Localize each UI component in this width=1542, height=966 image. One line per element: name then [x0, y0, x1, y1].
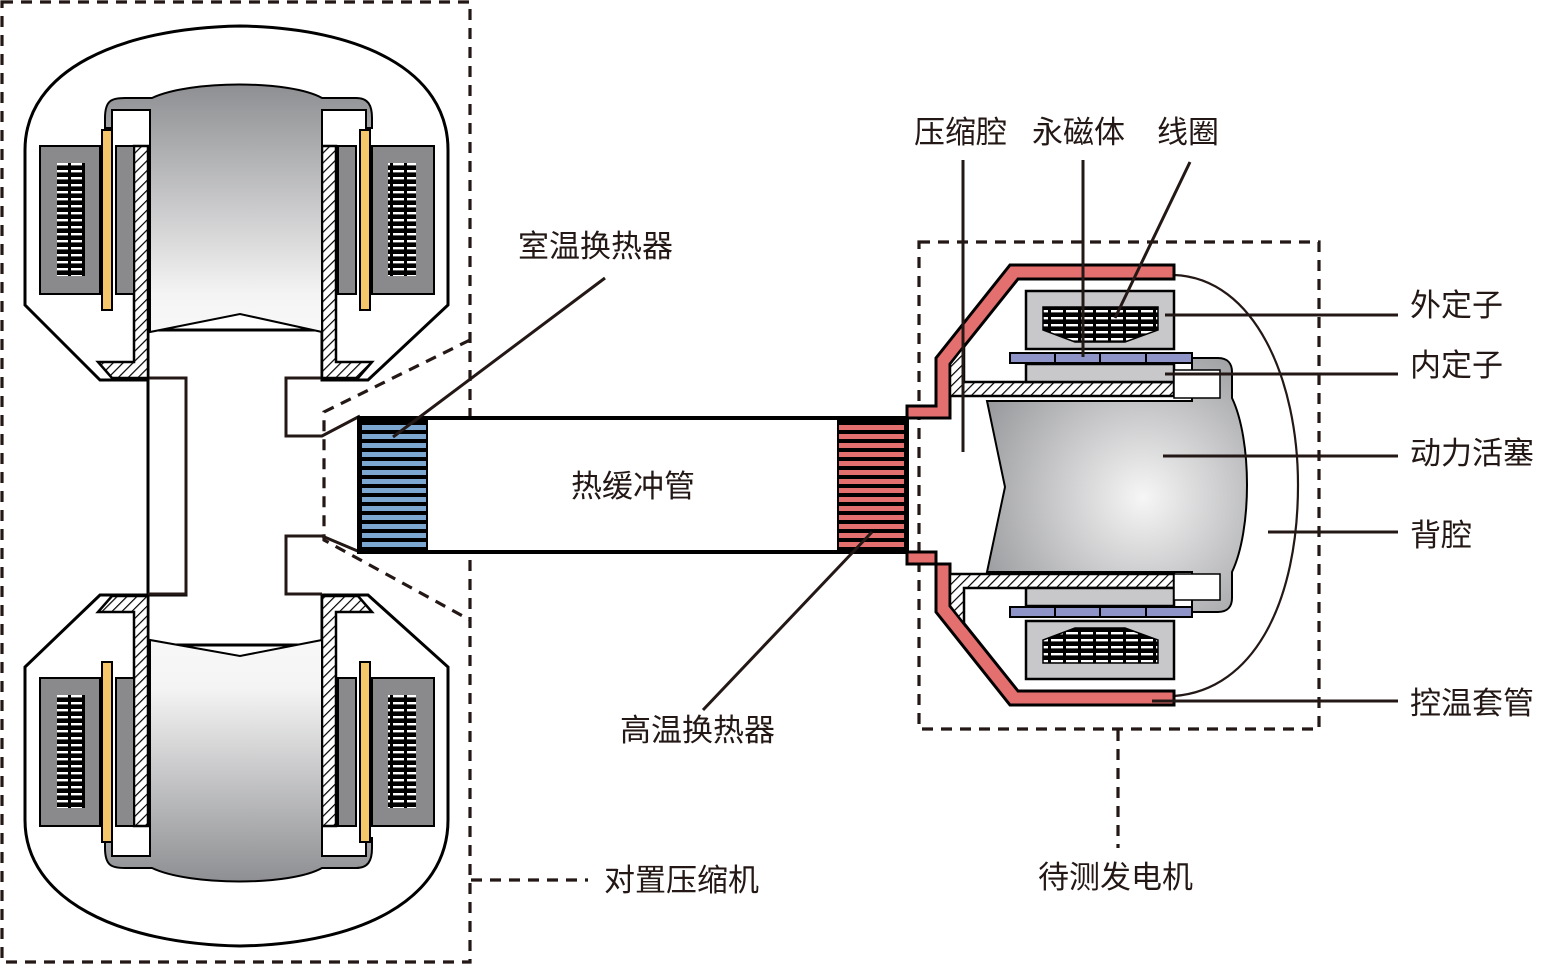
lower-right-cylinder-wall [320, 594, 375, 828]
label-power-piston: 动力活塞 [1410, 436, 1534, 472]
manifold-fill [150, 380, 320, 594]
lower-right-coil [388, 695, 416, 808]
opposed-compressor [0, 0, 472, 964]
compressor-tube-dashed-link [322, 338, 471, 622]
upper-inner-stator [1024, 362, 1176, 384]
leader-room-temp-hx [392, 276, 606, 439]
magnet-segment [1145, 352, 1193, 364]
generator-boundary-dashed [917, 240, 1321, 731]
power-piston [985, 357, 1248, 613]
label-outer-stator: 外定子 [1410, 288, 1503, 324]
thermal-buffer-tube: 热缓冲管 [357, 416, 909, 554]
manifold-left-edge [148, 376, 188, 596]
lower-left-magnet [101, 661, 113, 843]
upper-right-coil [388, 163, 416, 276]
piston-skirt-gap-upper [1173, 369, 1221, 399]
lower-permanent-magnets [1009, 606, 1193, 618]
label-generator-under-test: 待测发电机 [1038, 860, 1193, 896]
lower-left-coil [57, 695, 85, 808]
magnet-segment [1054, 606, 1101, 618]
magnet-segment [1009, 352, 1056, 364]
lower-right-magnet [359, 661, 371, 843]
label-hot-hx: 高温换热器 [620, 713, 775, 749]
magnet-segment [1099, 352, 1147, 364]
magnet-segment [1099, 606, 1147, 618]
temperature-control-jacket-upper [905, 263, 1176, 420]
upper-right-cylinder-wall [320, 144, 375, 380]
upper-permanent-magnets [1009, 352, 1193, 364]
upper-left-coil [57, 163, 85, 276]
upper-coil [1042, 306, 1159, 343]
lower-coil [1042, 627, 1159, 664]
manifold-right-edge [284, 376, 361, 596]
label-back-space: 背腔 [1410, 518, 1472, 554]
upper-left-inner-stator [115, 145, 135, 295]
generator-under-test [905, 240, 1321, 731]
lower-right-inner-stator [337, 677, 357, 827]
upper-right-magnet [359, 129, 371, 311]
magnet-segment [1009, 606, 1056, 618]
piston-skirt-gap-lower [1173, 573, 1221, 601]
leader-hot-hx [701, 530, 874, 712]
label-opposed-compressor: 对置压缩机 [604, 863, 759, 899]
compressor-boundary-dashed [0, 0, 472, 964]
label-temp-control-jacket: 控温套管 [1410, 686, 1534, 722]
lower-left-cylinder-wall [95, 594, 150, 828]
hot-heat-exchanger [837, 419, 906, 551]
room-temperature-heat-exchanger [360, 419, 428, 551]
label-room-temp-hx: 室温换热器 [518, 229, 673, 265]
upper-left-cylinder-wall [95, 144, 150, 380]
label-coil: 线圈 [1157, 115, 1219, 151]
label-inner-stator: 内定子 [1410, 348, 1503, 384]
label-permanent-magnet: 永磁体 [1032, 115, 1125, 151]
temperature-control-jacket-lower [905, 550, 1176, 707]
magnet-segment [1054, 352, 1101, 364]
labels: 室温换热器 高温换热器 对置压缩机 待测发电机 压缩腔 永磁体 线圈 外定子 内… [518, 115, 1534, 899]
leader-coil [1113, 161, 1192, 319]
lower-left-inner-stator [115, 677, 135, 827]
buffer-tube-label: 热缓冲管 [571, 469, 695, 505]
leader-lines [392, 160, 1398, 712]
upper-right-inner-stator [337, 145, 357, 295]
label-compression-space: 压缩腔 [914, 115, 1007, 151]
lower-inner-stator [1024, 586, 1176, 608]
buffer-tube-body [357, 416, 909, 554]
back-cavity-housing [1173, 273, 1300, 698]
upper-left-magnet [101, 129, 113, 311]
upper-compressor-piston [104, 83, 373, 334]
lower-compressor-piston [104, 638, 373, 883]
magnet-segment [1145, 606, 1193, 618]
